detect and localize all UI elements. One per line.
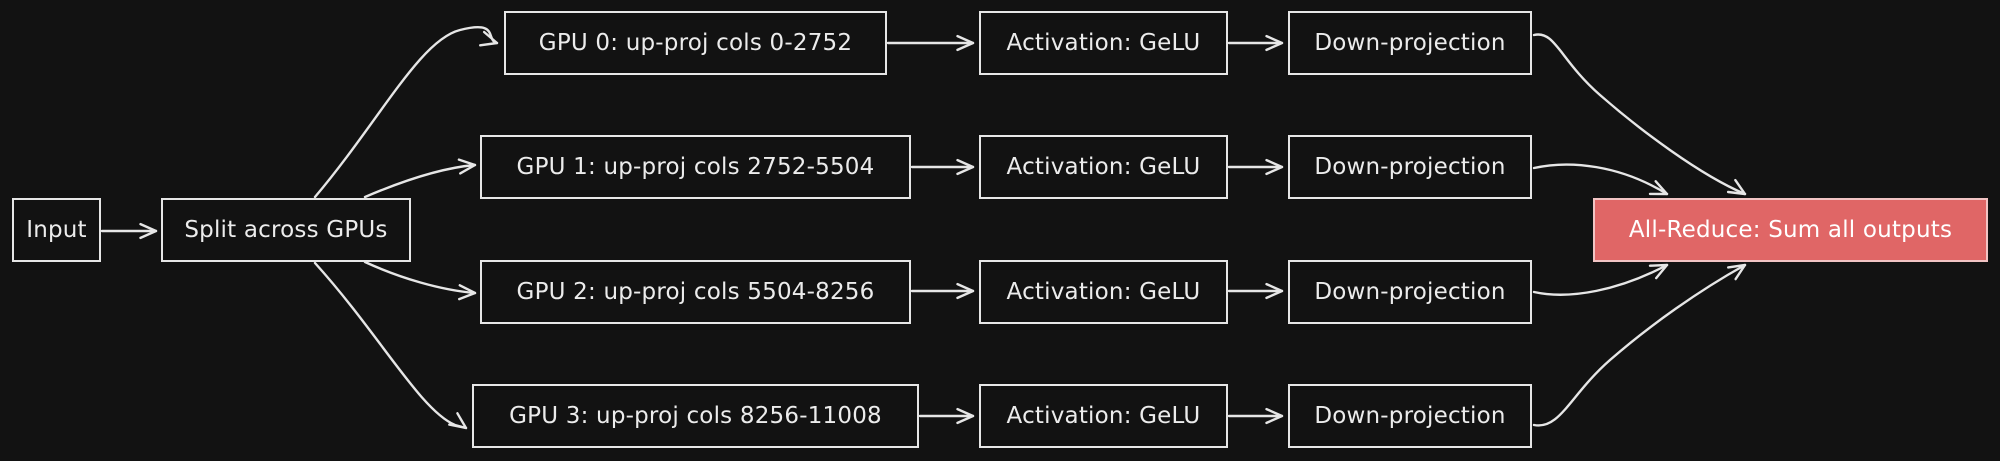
gpu0-up-proj-node: GPU 0: up-proj cols 0-2752 bbox=[504, 11, 887, 75]
edge-gpu3-up-act-head bbox=[956, 407, 975, 425]
edge-gpu1-reduce-head bbox=[1648, 180, 1669, 196]
edge-gpu0-reduce bbox=[1532, 33, 1747, 196]
gpu2-up-proj-node: GPU 2: up-proj cols 5504-8256 bbox=[480, 260, 911, 324]
edge-gpu1-act-down-head bbox=[1265, 158, 1284, 176]
gpu1-activation-node: Activation: GeLU bbox=[979, 135, 1228, 199]
input-node-label: Input bbox=[26, 217, 87, 243]
split-node-label: Split across GPUs bbox=[184, 217, 388, 243]
edge-split-gpu2-head bbox=[458, 284, 477, 301]
gpu3-activation-node: Activation: GeLU bbox=[979, 384, 1228, 448]
edge-split-gpu1-head bbox=[457, 158, 477, 175]
split-node: Split across GPUs bbox=[161, 198, 411, 262]
edge-gpu2-reduce bbox=[1532, 263, 1669, 296]
all-reduce-label: All-Reduce: Sum all outputs bbox=[1628, 217, 1953, 243]
edge-gpu3-reduce-head bbox=[1727, 263, 1747, 281]
gpu3-up-proj-label: GPU 3: up-proj cols 8256-11008 bbox=[509, 403, 882, 429]
gpu2-activation-node: Activation: GeLU bbox=[979, 260, 1228, 324]
gpu3-up-proj-node: GPU 3: up-proj cols 8256-11008 bbox=[472, 384, 919, 448]
gpu3-activation-label: Activation: GeLU bbox=[1006, 403, 1201, 429]
edge-gpu3-act-down-head bbox=[1265, 407, 1284, 425]
input-node: Input bbox=[12, 198, 101, 262]
edge-gpu3-reduce bbox=[1532, 263, 1747, 427]
gpu2-up-proj-label: GPU 2: up-proj cols 5504-8256 bbox=[516, 279, 875, 305]
all-reduce-node: All-Reduce: Sum all outputs bbox=[1593, 198, 1988, 262]
gpu0-down-proj-label: Down-projection bbox=[1314, 30, 1506, 56]
edge-gpu2-reduce-head bbox=[1648, 263, 1669, 280]
edge-split-gpu3 bbox=[313, 261, 468, 430]
gpu0-activation-label: Activation: GeLU bbox=[1006, 30, 1201, 56]
edge-gpu1-up-act-head bbox=[956, 158, 975, 176]
gpu2-activation-label: Activation: GeLU bbox=[1006, 279, 1201, 305]
gpu0-down-proj-node: Down-projection bbox=[1288, 11, 1532, 75]
edge-split-gpu0-head bbox=[479, 30, 499, 47]
gpu1-down-proj-label: Down-projection bbox=[1314, 154, 1506, 180]
edge-input-split-head bbox=[139, 222, 158, 240]
edge-split-gpu2 bbox=[363, 260, 477, 295]
gpu2-down-proj-label: Down-projection bbox=[1314, 279, 1506, 305]
gpu1-activation-label: Activation: GeLU bbox=[1006, 154, 1201, 180]
gpu1-up-proj-label: GPU 1: up-proj cols 2752-5504 bbox=[516, 154, 875, 180]
gpu1-down-proj-node: Down-projection bbox=[1288, 135, 1532, 199]
gpu3-down-proj-label: Down-projection bbox=[1314, 403, 1506, 429]
edge-gpu2-up-act-head bbox=[956, 282, 975, 300]
edge-gpu2-act-down-head bbox=[1265, 282, 1284, 300]
edge-gpu0-up-act-head bbox=[956, 34, 975, 52]
gpu1-up-proj-node: GPU 1: up-proj cols 2752-5504 bbox=[480, 135, 911, 199]
gpu0-up-proj-label: GPU 0: up-proj cols 0-2752 bbox=[538, 30, 853, 56]
gpu2-down-proj-node: Down-projection bbox=[1288, 260, 1532, 324]
edge-split-gpu0 bbox=[313, 26, 499, 199]
edge-gpu0-reduce-head bbox=[1726, 178, 1747, 196]
edge-gpu1-reduce bbox=[1532, 163, 1669, 196]
gpu0-activation-node: Activation: GeLU bbox=[979, 11, 1228, 75]
edge-split-gpu3-head bbox=[448, 412, 468, 430]
gpu3-down-proj-node: Down-projection bbox=[1288, 384, 1532, 448]
edge-gpu0-act-down-head bbox=[1265, 34, 1284, 52]
edge-split-gpu1 bbox=[363, 163, 477, 199]
